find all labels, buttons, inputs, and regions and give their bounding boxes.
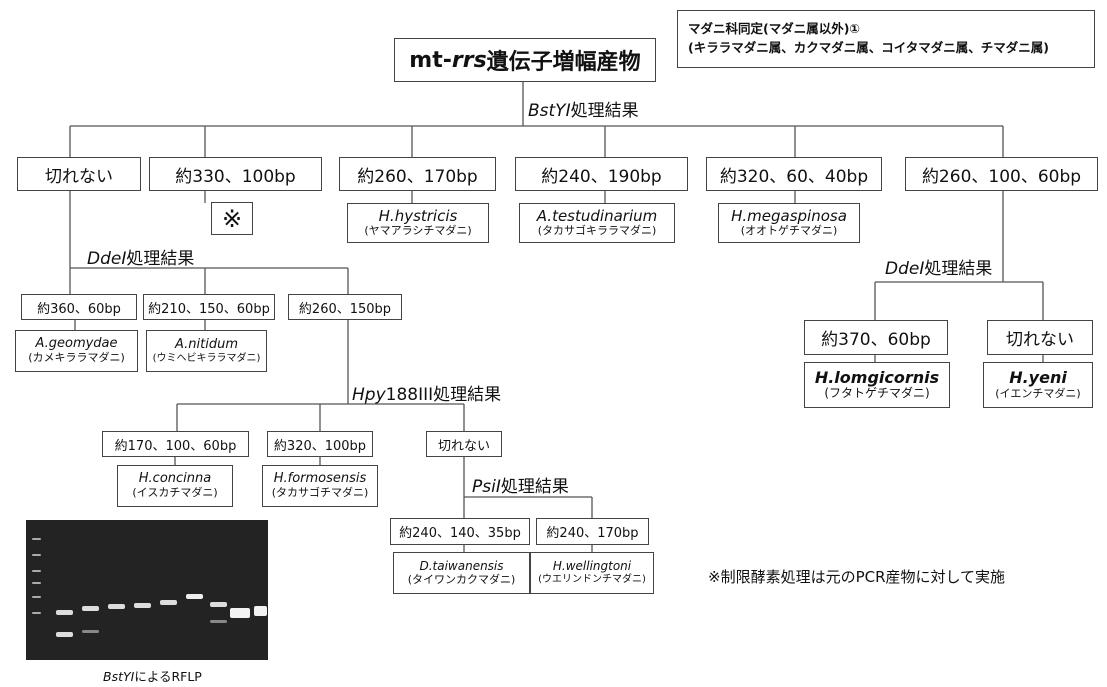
species-a-geomydae: A.geomydae (カメキララマダニ) [15, 330, 138, 372]
psi-240-170: 約240、170bp [536, 518, 649, 545]
gel-band [108, 604, 125, 609]
root-suffix: 遺伝子増幅産物 [486, 50, 641, 75]
species-a-nitidum: A.nitidum (ウミヘビキララマダニ) [146, 330, 267, 372]
result-260-100-60: 約260、100、60bp [905, 157, 1098, 191]
ddei-left-step-label: DdeI処理結果 [87, 249, 195, 269]
ddei-left-260-150: 約260、150bp [288, 294, 402, 320]
gel-band [254, 606, 267, 616]
hpy-320-100: 約320、100bp [267, 431, 373, 457]
ladder-band [32, 538, 41, 540]
footnote: ※制限酵素処理は元のPCR産物に対して実施 [708, 568, 1006, 586]
result-320-60-40: 約320、60、40bp [706, 157, 882, 191]
species-h-concinna: H.concinna (イスカチマダニ) [117, 465, 233, 507]
species-a-testudinarium: A.testudinarium (タカサゴキララマダニ) [519, 203, 675, 243]
gel-band [230, 608, 250, 618]
species-h-hystricis: H.hystricis (ヤマアラシチマダニ) [347, 203, 489, 243]
ladder-band [32, 612, 41, 614]
species-h-lomgicornis: H.lomgicornis (フタトゲチマダニ) [804, 362, 950, 408]
bstyi-enzyme: BstYI [528, 101, 571, 121]
gel-band [160, 600, 177, 605]
ddei-right-370-60: 約370、60bp [804, 320, 948, 355]
ddei-right-uncut: 切れない [987, 320, 1093, 355]
bstyi-step-label: BstYI処理結果 [528, 96, 639, 121]
ddei-left-360-60: 約360、60bp [21, 294, 137, 320]
gel-band [186, 594, 203, 599]
species-h-yeni: H.yeni (イエンチマダニ) [983, 362, 1093, 408]
ladder-band [32, 570, 41, 572]
ladder-band [32, 596, 41, 598]
hpy188iii-step-label: Hpy188III処理結果 [352, 385, 502, 405]
gel-band [82, 606, 99, 611]
bstyi-suffix: 処理結果 [570, 101, 639, 121]
hpy-uncut: 切れない [426, 431, 502, 457]
gel-band [56, 632, 73, 637]
result-260-170: 約260、170bp [339, 157, 496, 191]
species-d-taiwanensis: D.taiwanensis (タイワンカクマダニ) [393, 552, 530, 594]
gel-band [134, 603, 151, 608]
psi-240-140-35: 約240、140、35bp [390, 518, 530, 545]
ddei-right-step-label: DdeI処理結果 [885, 259, 993, 279]
species-h-wellingtoni: H.wellingtoni (ウエリンドンチマダニ) [530, 552, 654, 594]
ladder-band [32, 554, 41, 556]
classification-genera: (キララマダニ属、カクマダニ属、コイタマダニ属、チマダニ属) [688, 40, 1049, 55]
classification-title: マダニ科同定(マダニ属以外)① [688, 21, 861, 37]
species-h-megaspinosa: H.megaspinosa (オオトゲチマダニ) [718, 203, 860, 243]
ladder-band [32, 582, 41, 584]
result-uncut: 切れない [17, 157, 141, 191]
gel-electrophoresis-image [26, 520, 268, 660]
root-prefix: mt- [409, 47, 452, 73]
result-330-100: 約330、100bp [149, 157, 322, 191]
asterisk-box: ※ [211, 202, 253, 235]
species-h-formosensis: H.formosensis (タカサゴチマダニ) [262, 465, 378, 507]
ddei-left-210-150-60: 約210、150、60bp [143, 294, 275, 320]
gel-band [210, 620, 227, 623]
root-gene: rrs [451, 47, 487, 73]
gel-band [82, 630, 99, 633]
gel-band [210, 602, 227, 607]
psii-step-label: PsiI処理結果 [472, 477, 569, 497]
hpy-170-100-60: 約170、100、60bp [102, 431, 249, 457]
classification-title-box: マダニ科同定(マダニ属以外)① (キララマダニ属、カクマダニ属、コイタマダニ属、… [677, 10, 1095, 68]
gel-band [56, 610, 73, 615]
gel-caption: BstYIによるRFLP [103, 669, 202, 684]
result-240-190: 約240、190bp [515, 157, 688, 191]
